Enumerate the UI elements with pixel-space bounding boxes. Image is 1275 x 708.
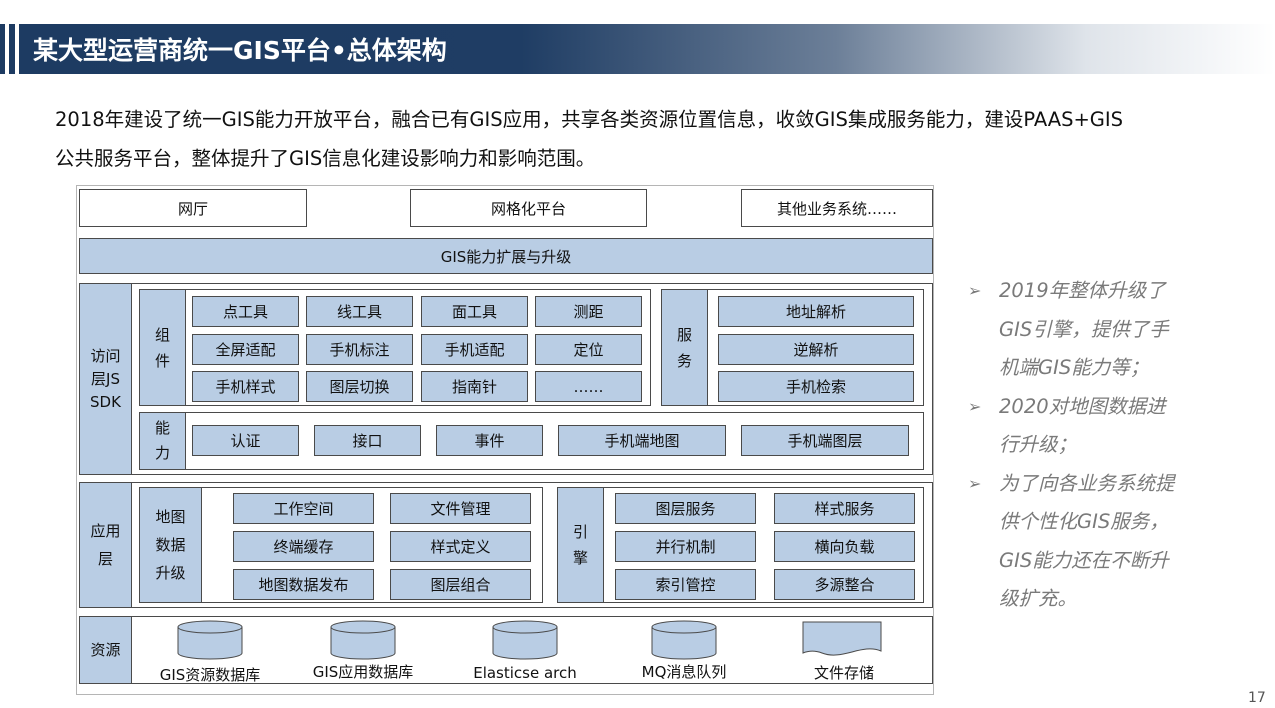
note-line: 2019年整体升级了	[999, 279, 1166, 302]
resource-layer-label: 资源	[80, 617, 132, 683]
component-item: 测距	[535, 296, 642, 327]
component-item: 定位	[535, 334, 642, 365]
arrow-bullet-icon: ➢	[968, 281, 982, 300]
engine-item: 多源整合	[774, 569, 915, 600]
engine-item: 索引管控	[615, 569, 756, 600]
application-layer-label-line: 应用	[90, 522, 121, 540]
service-item: 逆解析	[718, 334, 914, 365]
component-item: 图层切换	[306, 371, 413, 402]
note-line: 机端GIS能力等；	[999, 356, 1150, 379]
map-data-upgrade-label-line: 地图	[155, 508, 186, 526]
resource-item-label: GIS资源数据库	[159, 666, 261, 684]
map-upgrade-item: 工作空间	[233, 493, 374, 524]
capabilities-label-char: 力	[154, 444, 170, 462]
engine-item: 样式服务	[774, 493, 915, 524]
note-line: GIS引擎，提供了手	[999, 317, 1169, 341]
note-line: 级扩充。	[999, 587, 1078, 610]
map-data-upgrade-label-line: 数据	[155, 536, 186, 554]
file-storage-icon	[802, 621, 882, 656]
extension-bar: GIS能力扩展与升级	[79, 238, 933, 274]
application-layer-label-line: 层	[97, 550, 113, 568]
capabilities-label: 能 力	[140, 413, 186, 469]
page-title: 某大型运营商统一GIS平台•总体架构	[33, 36, 447, 65]
map-upgrade-item: 图层组合	[390, 569, 531, 600]
access-layer-label-line: SDK	[90, 392, 121, 411]
engine-label-char: 擎	[572, 549, 588, 567]
component-item: ……	[535, 371, 642, 402]
services-label: 服 务	[662, 290, 708, 405]
capability-item: 手机端图层	[741, 425, 909, 456]
access-layer-label-line: 层JS	[91, 369, 120, 388]
services-label-char: 务	[676, 351, 692, 370]
access-layer-label-line: 访问	[90, 346, 121, 365]
note-item: ➢ 为了向各业务系统提 供个性化GIS服务， GIS能力还在不断升 级扩充。	[968, 465, 1208, 619]
capability-item: 接口	[314, 425, 421, 456]
intro-line: 公共服务平台，整体提升了GIS信息化建设影响力和影响范围。	[55, 147, 596, 170]
engine-label: 引 擎	[558, 488, 604, 602]
note-line: 行升级；	[999, 433, 1078, 456]
component-item: 手机适配	[421, 334, 528, 365]
title-bar: 某大型运营商统一GIS平台•总体架构	[0, 24, 1275, 74]
access-layer-label: 访问 层JS SDK	[80, 284, 132, 474]
engine-item: 横向负载	[774, 531, 915, 562]
components-label-char: 件	[154, 351, 170, 370]
application-layer-label: 应用 层	[80, 483, 132, 607]
map-data-upgrade-label-line: 升级	[155, 564, 186, 582]
map-upgrade-item: 样式定义	[390, 531, 531, 562]
resource-item-label: Elasticse arch	[473, 664, 577, 682]
component-item: 面工具	[421, 296, 528, 327]
app-box-other-systems: 其他业务系统……	[741, 189, 933, 227]
note-line: GIS能力还在不断升	[999, 548, 1169, 572]
service-item: 手机检索	[718, 371, 914, 402]
engine-item: 图层服务	[615, 493, 756, 524]
capability-item: 事件	[436, 425, 543, 456]
page-number: 17	[1248, 690, 1266, 706]
map-upgrade-item: 终端缓存	[233, 531, 374, 562]
service-item: 地址解析	[718, 296, 914, 327]
resource-item-label: 文件存储	[813, 664, 874, 682]
component-item: 指南针	[421, 371, 528, 402]
database-icon	[330, 620, 396, 660]
title-banner	[19, 24, 1275, 74]
resource-item-label: GIS应用数据库	[312, 663, 414, 681]
app-box-wangting: 网厅	[79, 189, 307, 227]
services-label-char: 服	[676, 325, 692, 344]
title-accent-stripe	[0, 24, 5, 74]
note-line: 2020对地图数据进	[999, 394, 1166, 418]
diagram-frame	[76, 185, 934, 695]
notes-list: ➢ 2019年整体升级了 GIS引擎，提供了手 机端GIS能力等； ➢ 2020…	[968, 272, 1208, 619]
database-icon	[651, 620, 717, 660]
arrow-bullet-icon: ➢	[968, 473, 982, 493]
title-accent-stripe	[9, 24, 15, 74]
capability-item: 认证	[192, 425, 299, 456]
component-item: 全屏适配	[192, 334, 299, 365]
intro-paragraph: 2018年建设了统一GIS能力开放平台，融合已有GIS应用，共享各类资源位置信息…	[55, 100, 1235, 178]
capabilities-label-char: 能	[154, 419, 170, 437]
engine-item: 并行机制	[615, 531, 756, 562]
component-item: 点工具	[192, 296, 299, 327]
database-icon	[177, 620, 243, 660]
component-item: 手机标注	[306, 334, 413, 365]
map-upgrade-item: 地图数据发布	[233, 569, 374, 600]
component-item: 手机样式	[192, 371, 299, 402]
arrow-bullet-icon: ➢	[968, 396, 982, 416]
component-item: 线工具	[306, 296, 413, 327]
capability-item: 手机端地图	[558, 425, 726, 456]
intro-line: 2018年建设了统一GIS能力开放平台，融合已有GIS应用，共享各类资源位置信息…	[55, 108, 1124, 131]
components-label-char: 组	[154, 325, 170, 344]
note-line: 为了向各业务系统提	[999, 471, 1175, 495]
map-data-upgrade-label: 地图 数据 升级	[140, 488, 202, 602]
note-item: ➢ 2019年整体升级了 GIS引擎，提供了手 机端GIS能力等；	[968, 272, 1208, 388]
app-box-grid-platform: 网格化平台	[410, 189, 647, 227]
components-label: 组 件	[140, 290, 186, 405]
note-line: 供个性化GIS服务，	[999, 510, 1169, 533]
map-upgrade-item: 文件管理	[390, 493, 531, 524]
engine-label-char: 引	[572, 523, 588, 541]
note-item: ➢ 2020对地图数据进 行升级；	[968, 388, 1208, 465]
database-icon	[492, 620, 558, 660]
resource-item-label: MQ消息队列	[641, 663, 727, 681]
